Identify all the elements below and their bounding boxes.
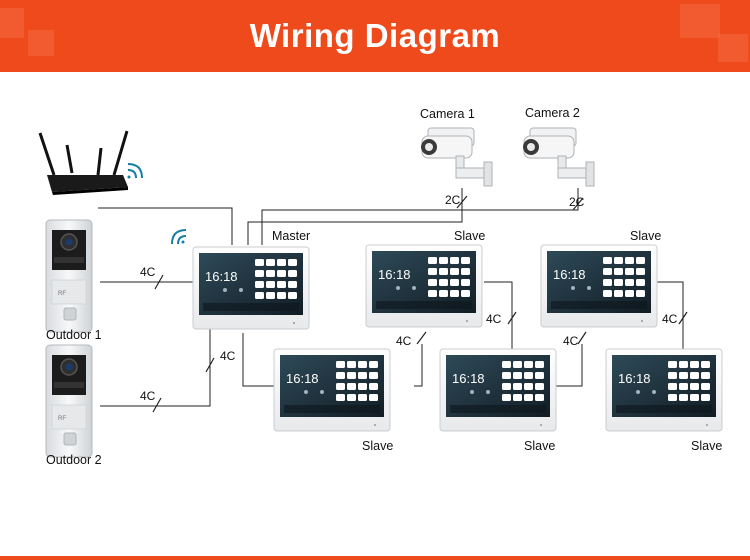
banner-decoration <box>0 8 24 38</box>
banner-decoration <box>680 4 720 38</box>
wire-slave2-slave3 <box>414 344 423 387</box>
wifi-icon <box>127 163 143 179</box>
slave-label: Slave <box>524 439 555 453</box>
wifi-icon <box>171 229 187 245</box>
master-label: Master <box>272 229 310 243</box>
master-monitor: 16:18 <box>192 246 310 330</box>
cable-label: 4C <box>220 349 236 363</box>
monitor-time: 16:18 <box>286 371 319 386</box>
wire-camera1 <box>247 188 463 245</box>
outdoor-label: Outdoor 2 <box>46 453 102 467</box>
slave-monitor-4: 16:18 <box>540 244 658 328</box>
wire-network <box>98 188 684 407</box>
wire-slave4-slave5 <box>656 281 684 349</box>
outdoor-unit-2 <box>45 344 93 458</box>
cable-label: 4C <box>396 334 412 348</box>
page-title: Wiring Diagram <box>249 17 501 54</box>
camera-2 <box>522 127 595 187</box>
wire-master-slave2 <box>242 333 274 387</box>
slave-label: Slave <box>454 229 485 243</box>
cable-labels: 4C 4C 4C 2C 2C 4C 4C 4C 4C <box>140 193 678 403</box>
bottom-accent-line <box>0 556 750 560</box>
camera-label: Camera 1 <box>420 107 475 121</box>
cable-label: 2C <box>445 193 461 207</box>
monitor-time: 16:18 <box>452 371 485 386</box>
banner-decoration <box>28 30 54 56</box>
cable-label: 2C <box>569 195 585 209</box>
slave-monitor-5: 16:18 <box>605 348 723 432</box>
wire-camera2 <box>261 188 579 245</box>
cable-label: 4C <box>140 265 156 279</box>
outdoor-label: Outdoor 1 <box>46 328 102 342</box>
cable-label: 4C <box>486 312 502 326</box>
outdoor-unit-1 <box>45 219 93 333</box>
title-banner: Wiring Diagram <box>0 0 750 72</box>
cable-label: 4C <box>140 389 156 403</box>
wire-outdoor2-master <box>100 300 211 407</box>
monitor-time: 16:18 <box>378 267 411 282</box>
monitor-time: 16:18 <box>618 371 651 386</box>
slave-monitor-3: 16:18 <box>439 348 557 432</box>
cable-label: 4C <box>662 312 678 326</box>
slave-label: Slave <box>691 439 722 453</box>
wire-router-master <box>98 207 233 245</box>
router-icon <box>38 130 129 195</box>
monitor-time: 16:18 <box>205 269 238 284</box>
camera-1 <box>420 127 493 187</box>
slave-label: Slave <box>362 439 393 453</box>
slave-monitor-2: 16:18 <box>273 348 391 432</box>
cable-marks <box>152 195 688 413</box>
slave-monitor-1: 16:18 <box>365 244 483 328</box>
slave-label: Slave <box>630 229 661 243</box>
camera-label: Camera 2 <box>525 106 580 120</box>
cable-label: 4C <box>563 334 579 348</box>
wire-slave3-slave4 <box>555 344 583 387</box>
wire-slave1-slave3 <box>484 281 513 350</box>
banner-decoration <box>718 34 748 62</box>
monitor-time: 16:18 <box>553 267 586 282</box>
